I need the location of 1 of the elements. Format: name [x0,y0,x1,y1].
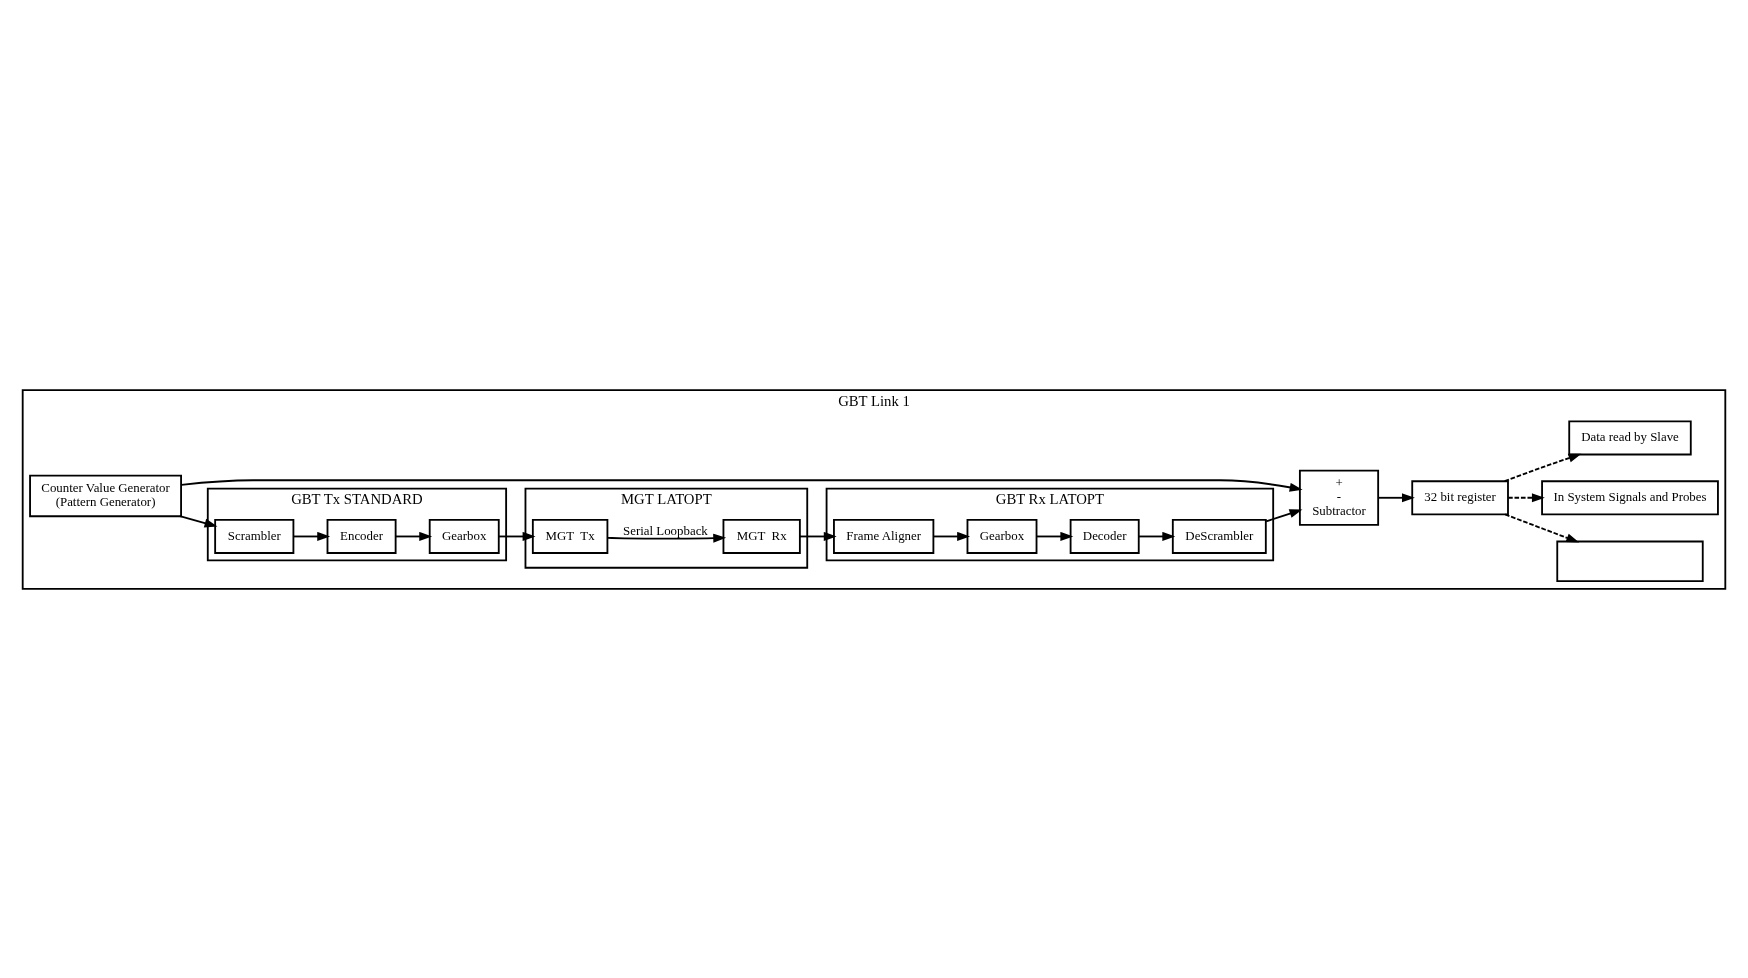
edge-label: Serial Loopback [623,523,708,538]
